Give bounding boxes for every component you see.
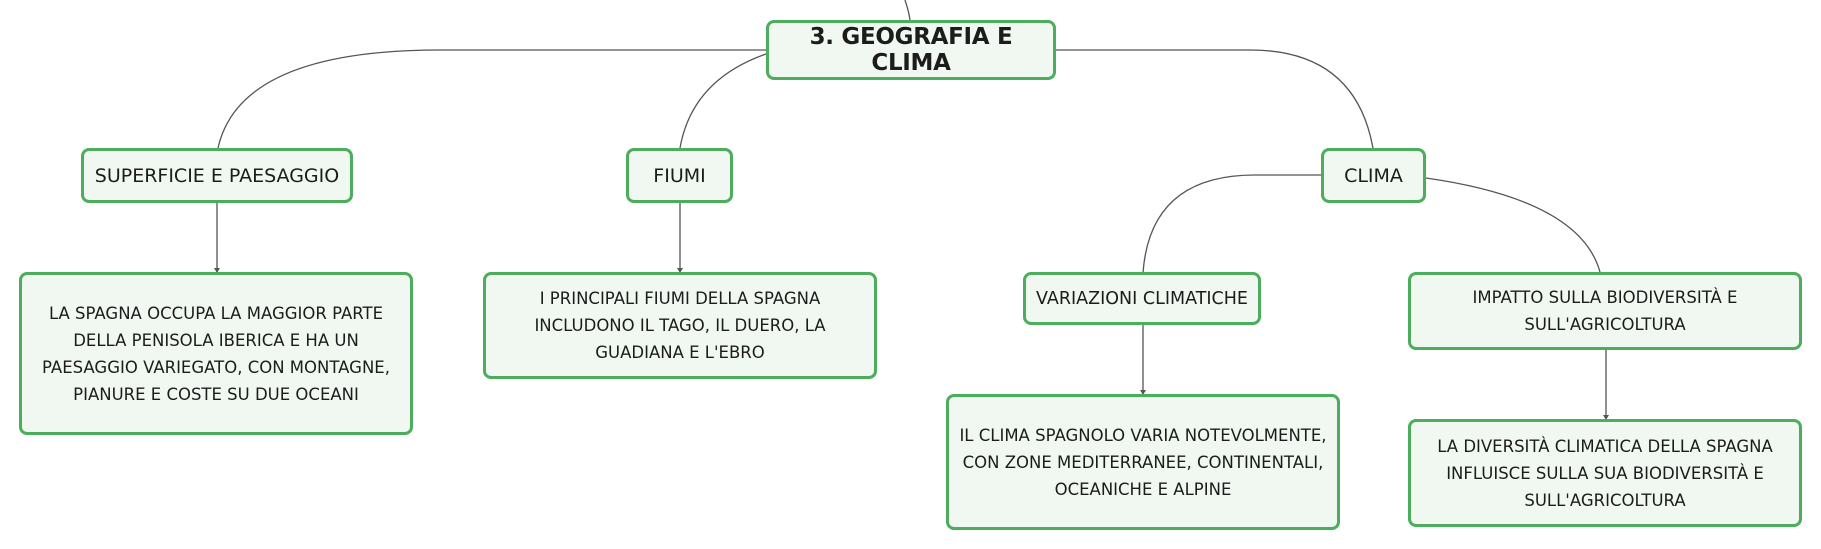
variazioni-node[interactable]: VARIAZIONI CLIMATICHE <box>1023 272 1261 325</box>
fiumi-node[interactable]: FIUMI <box>626 148 733 203</box>
connector-parent-to-root <box>904 0 911 21</box>
clima-node-label: CLIMA <box>1344 164 1403 187</box>
impatto-detail-text: LA DIVERSITÀ CLIMATICA DELLA SPAGNA INFL… <box>1437 436 1773 510</box>
superficie-node[interactable]: SUPERFICIE E PAESAGGIO <box>81 148 353 203</box>
impatto-node[interactable]: IMPATTO SULLA BIODIVERSITÀ E SULL'AGRICO… <box>1408 272 1802 350</box>
connector-root-to-superficie <box>217 49 766 149</box>
fiumi-node-label: FIUMI <box>653 164 706 187</box>
arrowhead-superficie-detail <box>214 268 220 273</box>
clima-node[interactable]: CLIMA <box>1321 148 1426 203</box>
arrowhead-variazioni-detail <box>1140 390 1146 395</box>
fiumi-detail-node[interactable]: I PRINCIPALI FIUMI DELLA SPAGNA INCLUDON… <box>483 272 877 379</box>
connector-clima-to-impatto <box>1425 177 1601 273</box>
variazioni-node-label: VARIAZIONI CLIMATICHE <box>1036 288 1248 309</box>
arrowhead-impatto-detail <box>1603 415 1609 420</box>
variazioni-detail-node[interactable]: IL CLIMA SPAGNOLO VARIA NOTEVOLMENTE, CO… <box>946 394 1340 530</box>
superficie-detail-node[interactable]: LA SPAGNA OCCUPA LA MAGGIOR PARTE DELLA … <box>19 272 413 435</box>
connector-root-to-clima <box>1056 49 1374 149</box>
connector-clima-to-variazioni <box>1142 174 1321 274</box>
connector-root-to-fiumi <box>679 53 767 149</box>
fiumi-detail-text: I PRINCIPALI FIUMI DELLA SPAGNA INCLUDON… <box>534 289 826 362</box>
impatto-detail-node[interactable]: LA DIVERSITÀ CLIMATICA DELLA SPAGNA INFL… <box>1408 419 1802 527</box>
root-node-label: 3. GEOGRAFIA E CLIMA <box>809 24 1013 76</box>
arrowhead-fiumi-detail <box>677 268 683 273</box>
variazioni-detail-text: IL CLIMA SPAGNOLO VARIA NOTEVOLMENTE, CO… <box>959 425 1327 499</box>
impatto-node-label: IMPATTO SULLA BIODIVERSITÀ E SULL'AGRICO… <box>1472 288 1738 334</box>
root-node[interactable]: 3. GEOGRAFIA E CLIMA <box>766 20 1056 80</box>
superficie-node-label: SUPERFICIE E PAESAGGIO <box>94 164 340 187</box>
superficie-detail-text: LA SPAGNA OCCUPA LA MAGGIOR PARTE DELLA … <box>42 303 390 404</box>
